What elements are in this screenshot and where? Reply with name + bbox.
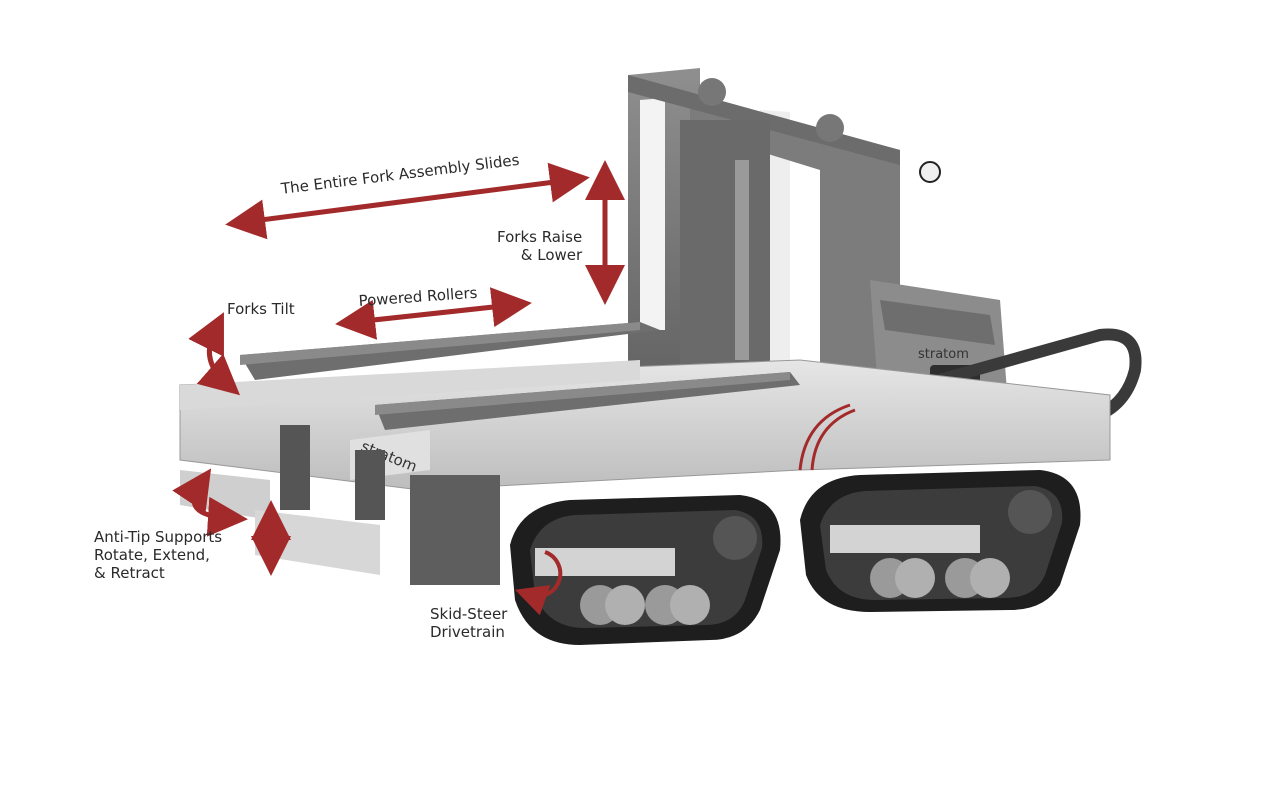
powered-rollers-arrow bbox=[335, 287, 532, 340]
front-drive-housing bbox=[410, 475, 500, 585]
forks-tilt-arrow bbox=[188, 312, 241, 396]
callout-anti-tip-line2: Rotate, Extend, bbox=[94, 546, 210, 564]
fork-slide-arrow bbox=[225, 162, 590, 240]
track-rear bbox=[800, 470, 1081, 612]
anti-tip-rotate-arrow bbox=[172, 468, 248, 537]
callout-anti-tip-line3: & Retract bbox=[94, 564, 165, 582]
track-front bbox=[510, 495, 781, 645]
brand-mark-rear: stratom bbox=[918, 347, 969, 362]
callout-forks-raise-line1: Forks Raise bbox=[497, 228, 583, 246]
callout-skid-steer-line1: Skid-Steer bbox=[430, 605, 508, 623]
callout-forks-raise: Forks Raise & Lower bbox=[497, 228, 582, 264]
skid-steer-arrow bbox=[514, 550, 563, 616]
callout-forks-tilt: Forks Tilt bbox=[227, 300, 295, 318]
callout-skid-steer-line2: Drivetrain bbox=[430, 623, 505, 641]
callout-forks-raise-line2: & Lower bbox=[520, 246, 583, 264]
forks bbox=[240, 322, 800, 430]
mast bbox=[628, 68, 941, 440]
callout-skid-steer: Skid-Steer Drivetrain bbox=[430, 605, 507, 641]
callout-anti-tip: Anti-Tip Supports Rotate, Extend, & Retr… bbox=[94, 528, 222, 582]
callout-anti-tip-line1: Anti-Tip Supports bbox=[94, 528, 223, 546]
annotation-arrows bbox=[172, 160, 625, 616]
chassis: stratom bbox=[179, 359, 1111, 575]
